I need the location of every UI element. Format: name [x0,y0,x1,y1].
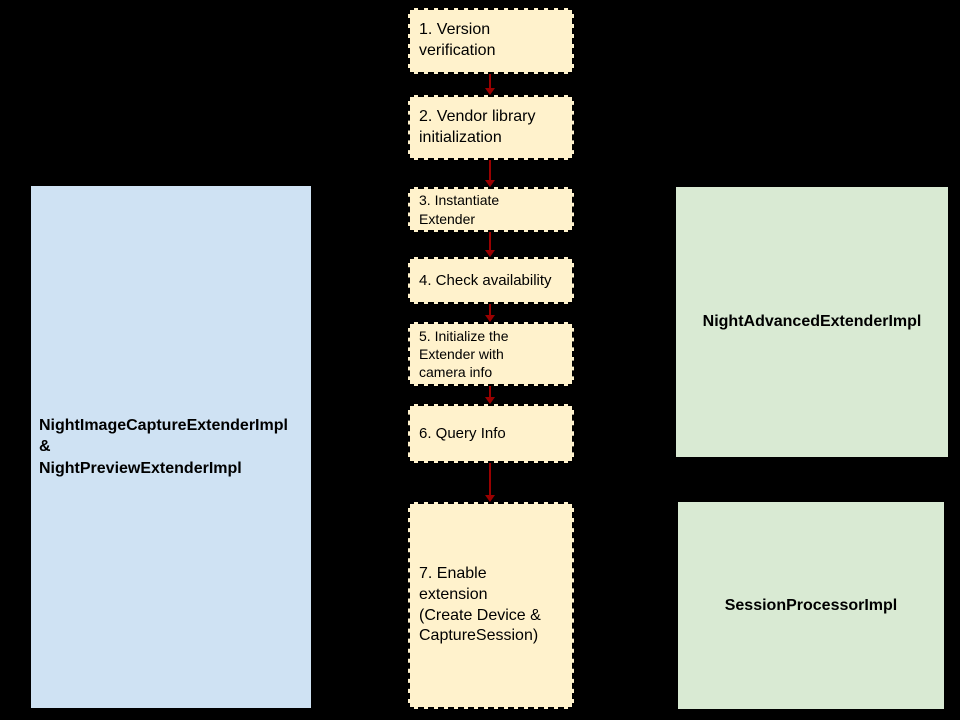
right-bottom-box-label: SessionProcessorImpl [724,596,898,614]
step-3-instantiate-extender: 3. Instantiate Extender [408,187,574,232]
left-box-line-1: NightImageCaptureExtenderImpl [39,416,288,434]
arrowhead-down-icon [485,495,495,502]
left-box-line-3: NightPreviewExtenderImpl [39,459,242,477]
arrow-line [489,304,491,317]
arrowhead-down-icon [485,250,495,257]
arrow-line [489,386,491,399]
step-1-version-verification: 1. Version verification [408,8,574,74]
arrow-line [489,463,491,497]
step-4-check-availability: 4. Check availability [408,257,574,304]
session-processor-box: SessionProcessorImpl [678,502,944,709]
arrow-step5-to-step6 [484,386,496,404]
arrowhead-down-icon [485,315,495,322]
left-box-line-2: & [39,438,51,456]
right-top-box-label: NightAdvancedExtenderImpl [702,313,922,330]
arrowhead-down-icon [485,88,495,95]
arrow-step3-to-step4 [484,232,496,257]
arrowhead-down-icon [485,397,495,404]
arrow-step6-to-step7 [484,463,496,502]
night-advanced-extender-box: NightAdvancedExtenderImpl [676,187,948,457]
step-7-enable-extension: 7. Enable extension (Create Device & Cap… [408,502,574,709]
step-6-query-info: 6. Query Info [408,404,574,463]
arrow-line [489,74,491,90]
step-2-vendor-library-initialization: 2. Vendor library initialization [408,95,574,160]
step-5-initialize-extender-camera-info: 5. Initialize the Extender with camera i… [408,322,574,386]
arrow-step2-to-step3 [484,160,496,187]
arrow-line [489,160,491,182]
arrow-step4-to-step5 [484,304,496,322]
arrow-line [489,232,491,252]
arrow-step1-to-step2 [484,74,496,95]
night-image-capture-extender-box: NightImageCaptureExtenderImpl & NightPre… [31,186,311,708]
arrowhead-down-icon [485,180,495,187]
